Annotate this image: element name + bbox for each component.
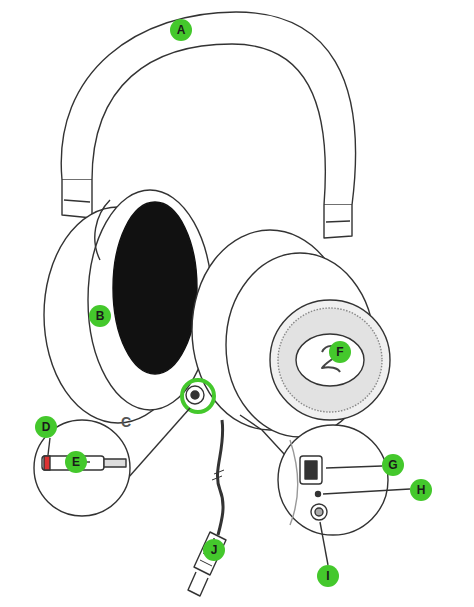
callout-letter: C — [115, 411, 137, 433]
callout-letter: E — [65, 451, 87, 473]
callout-letter: F — [329, 341, 351, 363]
callout-letter: I — [317, 565, 339, 587]
callout-letter: D — [35, 416, 57, 438]
callout-letter: B — [89, 305, 111, 327]
callout-letter: J — [203, 539, 225, 561]
callout-letter: H — [410, 479, 432, 501]
callout-letter: G — [382, 454, 404, 476]
callout-letter: A — [170, 19, 192, 41]
